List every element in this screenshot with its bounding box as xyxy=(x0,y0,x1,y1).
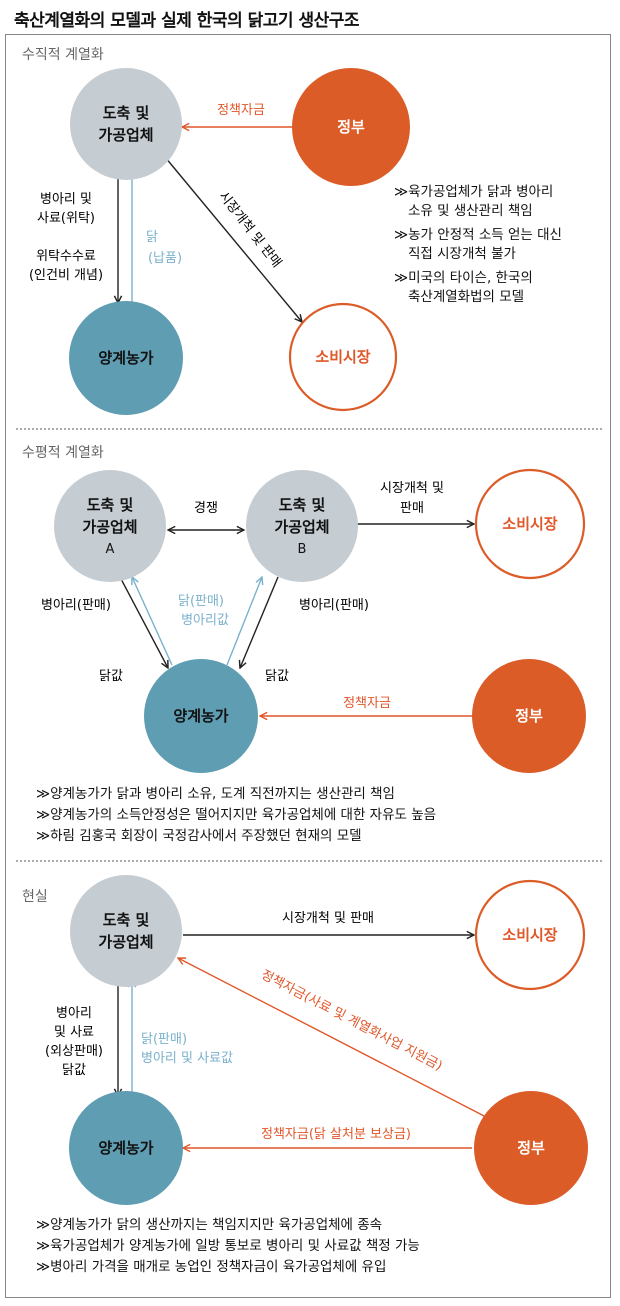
policy-fund-label: 정책자금 xyxy=(343,696,391,711)
chicks-sale-label: 병아리(판매) xyxy=(41,598,111,613)
market-node xyxy=(474,468,586,580)
chicken-sale-label: 병아리 및 사료값 xyxy=(141,1051,233,1066)
processor-node xyxy=(70,875,182,987)
note-item: ≫육가공업체가 닭과 병아리 xyxy=(394,184,554,200)
chicken-sale-arrow xyxy=(132,577,173,666)
processor-a-label: 가공업체 xyxy=(82,518,137,536)
chicks-sale-label: 병아리(판매) xyxy=(299,598,369,613)
farm-label: 양계농가 xyxy=(173,707,228,725)
processor-label: 도축 및 xyxy=(103,104,150,122)
note-item: ≫양계농가가 닭과 병아리 소유, 도계 직전까지는 생산관리 책임 xyxy=(36,786,395,802)
bullet-icon: ≫ xyxy=(36,828,51,844)
chicken-sale-label: 병아리값 xyxy=(181,613,229,628)
policy-fund-label: 정책자금 xyxy=(217,103,265,118)
bullet-icon: ≫ xyxy=(36,1217,51,1233)
bullet-icon: ≫ xyxy=(36,807,51,823)
note-item: ≫육가공업체가 양계농가에 일방 통보로 병아리 및 사료값 책정 가능 xyxy=(36,1238,420,1254)
note-item: ≫미국의 타이슨, 한국의 xyxy=(394,270,533,286)
government-node xyxy=(292,68,410,186)
processor-node xyxy=(70,68,182,180)
chicks-feed-label: 병아리 및 xyxy=(40,192,92,207)
note-item: ≫양계농가의 소득안정성은 떨어지지만 육가공업체에 대한 자유도 높음 xyxy=(36,807,437,823)
processor-a-label: A xyxy=(106,542,115,557)
section-title-reality: 현실 xyxy=(22,889,48,905)
page-title: 축산계열화의 모델과 실제 한국의 닭고기 생산구조 xyxy=(14,11,360,31)
note-item: ≫하림 김홍국 회장이 국정감사에서 주장했던 현재의 모델 xyxy=(36,828,362,844)
note-item: ≫농가 안정적 소득 얻는 대신 xyxy=(394,227,562,243)
chicks-feed-label: 병아리 xyxy=(56,1006,92,1021)
note-item: 축산계열화법의 모델 xyxy=(408,289,525,305)
bullet-icon: ≫ xyxy=(36,1238,51,1254)
bullet-icon: ≫ xyxy=(394,270,409,286)
note-item: ≫병아리 가격을 매개로 농업인 정책자금이 육가공업체에 유입 xyxy=(36,1259,387,1275)
processor-b-label: 가공업체 xyxy=(274,518,329,536)
government-node xyxy=(474,1091,588,1205)
processor-a-node xyxy=(54,470,166,582)
horizontal-notes: ≫양계농가가 닭과 병아리 소유, 도계 직전까지는 생산관리 책임 ≫양계농가… xyxy=(36,784,436,847)
processor-b-label: 도축 및 xyxy=(279,496,326,514)
market-label: 소비시장 xyxy=(315,348,370,366)
note-item: ≫양계농가가 닭의 생산까지는 책임지지만 육가공업체에 종속 xyxy=(36,1217,383,1233)
government-label: 정부 xyxy=(337,118,365,136)
market-sales-label: 시장개척 및 판매 xyxy=(282,911,374,926)
note-item: 소유 및 생산관리 책임 xyxy=(408,203,533,219)
processor-label: 가공업체 xyxy=(98,933,153,951)
vertical-section: 도축 및 가공업체 정부 양계농가 소비시장 정책자금 병아리 및 사료(위탁)… xyxy=(29,68,410,415)
reality-section: 도축 및 가공업체 소비시장 양계농가 정부 시장개척 및 판매 정책자금(사료… xyxy=(45,875,588,1205)
chicken-sale-label: 닭(판매) xyxy=(141,1032,187,1047)
note-item: 직접 시장개척 불가 xyxy=(408,246,516,262)
farm-label: 양계농가 xyxy=(98,349,153,367)
market-node xyxy=(288,302,398,412)
processor-b-label: B xyxy=(298,542,307,557)
processor-label: 도축 및 xyxy=(103,911,150,929)
fee-label: 위탁수수료 xyxy=(36,249,96,264)
chicken-sale-arrow xyxy=(226,577,262,666)
processor-b-node xyxy=(246,470,358,582)
section-divider xyxy=(16,860,602,862)
government-node xyxy=(472,659,586,773)
bullet-icon: ≫ xyxy=(394,184,409,200)
policy-fund-farm-label: 정책자금(닭 살처분 보상금) xyxy=(261,1127,411,1142)
chicks-sale-arrow xyxy=(119,576,168,668)
government-label: 정부 xyxy=(515,707,543,725)
section-divider xyxy=(16,428,602,430)
chicks-feed-label: 닭값 xyxy=(62,1063,86,1078)
processor-label: 가공업체 xyxy=(98,126,153,144)
market-sales-label: 판매 xyxy=(400,501,424,516)
chicks-feed-label: 사료(위탁) xyxy=(37,211,95,226)
farm-node xyxy=(69,1091,183,1205)
chicks-sale-arrow xyxy=(240,576,279,668)
diagram-frame xyxy=(5,34,611,1298)
reality-notes: ≫양계농가가 닭의 생산까지는 책임지지만 육가공업체에 종속 ≫육가공업체가 … xyxy=(36,1215,420,1278)
chicks-feed-label: (외상판매) xyxy=(45,1044,103,1059)
farm-node xyxy=(69,301,183,415)
chicks-feed-label: 및 사료 xyxy=(54,1025,94,1040)
vertical-notes: ≫육가공업체가 닭과 병아리 소유 및 생산관리 책임 ≫농가 안정적 소득 얻… xyxy=(394,183,562,307)
farm-label: 양계농가 xyxy=(98,1139,153,1157)
government-label: 정부 xyxy=(517,1139,545,1157)
policy-fund-diag-label: 정책자금(사료 및 계열화사업 지원금) xyxy=(259,968,445,1075)
processor-a-label: 도축 및 xyxy=(87,496,134,514)
market-sales-arrow xyxy=(164,156,302,322)
bullet-icon: ≫ xyxy=(394,227,409,243)
section-title-vertical: 수직적 계열화 xyxy=(22,47,104,63)
section-title-horizontal: 수평적 계열화 xyxy=(22,445,104,461)
bullet-icon: ≫ xyxy=(36,1259,51,1275)
chicken-delivery-label: 닭 xyxy=(146,230,158,245)
horizontal-section: 도축 및 가공업체 A 도축 및 가공업체 B 소비시장 양계농가 정부 경쟁 … xyxy=(41,468,586,773)
farm-node xyxy=(144,659,258,773)
market-label: 소비시장 xyxy=(502,515,557,533)
market-node xyxy=(474,879,586,991)
policy-fund-diag-arrow xyxy=(178,958,489,1119)
market-label: 소비시장 xyxy=(502,926,557,944)
chicken-price-label: 닭값 xyxy=(265,669,289,684)
chicken-sale-label: 닭(판매) xyxy=(178,594,224,609)
fee-label: (인건비 개념) xyxy=(29,268,103,283)
bullet-icon: ≫ xyxy=(36,786,51,802)
chicken-delivery-label: (납품) xyxy=(148,251,182,266)
competition-label: 경쟁 xyxy=(194,501,218,516)
market-sales-label: 시장개척 및 xyxy=(380,481,444,496)
chicken-price-label: 닭값 xyxy=(99,669,123,684)
